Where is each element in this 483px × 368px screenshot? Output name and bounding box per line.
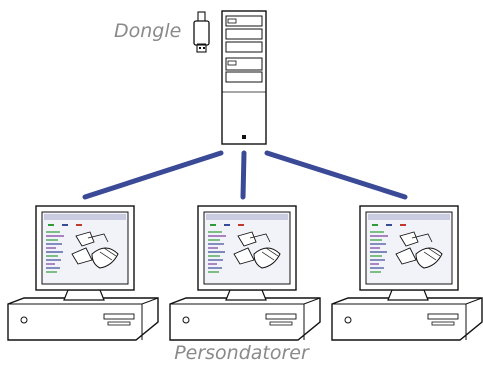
desktop-computer-right bbox=[331, 205, 483, 341]
desktop-computer-left bbox=[7, 205, 159, 341]
connection-lines bbox=[82, 150, 408, 200]
connection-line-center bbox=[240, 150, 247, 200]
connection-line-left bbox=[82, 150, 224, 200]
usb-dongle-icon bbox=[193, 11, 210, 53]
computers-label: Persondatorer bbox=[174, 342, 309, 364]
connection-line-right bbox=[264, 150, 408, 200]
tower-server-icon bbox=[221, 10, 267, 145]
dongle-label: Dongle bbox=[114, 20, 182, 42]
desktop-computer-center bbox=[169, 205, 321, 341]
